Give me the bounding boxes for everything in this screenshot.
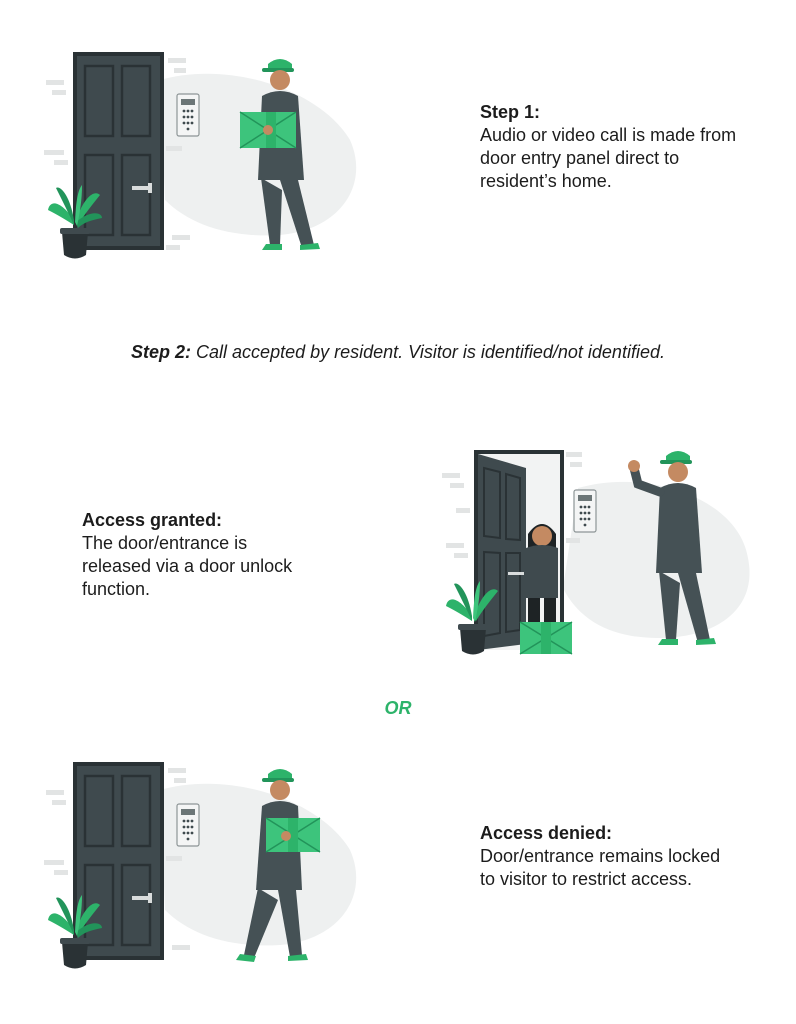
step-1-text: Step 1: Audio or video call is made from… — [480, 101, 750, 193]
access-denied-body: Door/entrance remains locked to visitor … — [480, 846, 721, 889]
courier-figure-icon — [236, 769, 321, 962]
potted-plant-icon — [446, 581, 498, 655]
door-icon — [478, 454, 526, 650]
intercom-panel-icon — [176, 803, 200, 847]
illustration-access-denied — [44, 762, 357, 969]
intercom-panel-icon — [176, 93, 200, 137]
access-granted-body: The door/entrance is released via a door… — [82, 533, 293, 599]
potted-plant-icon — [48, 895, 102, 969]
step-1-body: Audio or video call is made from door en… — [480, 125, 737, 191]
or-separator: OR — [384, 698, 412, 718]
courier-figure-icon — [239, 59, 320, 250]
step-2-label: Step 2: — [131, 342, 192, 362]
potted-plant-icon — [48, 185, 102, 259]
brick-decoration — [442, 452, 582, 558]
illustration-access-granted — [442, 450, 750, 655]
courier-figure-icon — [628, 451, 716, 645]
access-granted-text: Access granted: The door/entrance is rel… — [82, 509, 312, 601]
background-blob — [563, 481, 750, 638]
parcel-box-icon — [519, 621, 573, 655]
intercom-panel-icon — [573, 489, 597, 533]
access-granted-heading: Access granted: — [82, 510, 223, 530]
illustration-delivery-call — [44, 52, 357, 259]
step-1-heading: Step 1: — [480, 102, 541, 122]
access-denied-text: Access denied: Door/entrance remains loc… — [480, 822, 740, 891]
brick-decoration — [44, 58, 190, 250]
background-blob — [160, 73, 357, 236]
step-2-text: Step 2: Call accepted by resident. Visit… — [0, 342, 796, 363]
brick-decoration — [44, 768, 190, 950]
access-denied-heading: Access denied: — [480, 823, 613, 843]
step-2-body: Call accepted by resident. Visitor is id… — [191, 342, 665, 362]
